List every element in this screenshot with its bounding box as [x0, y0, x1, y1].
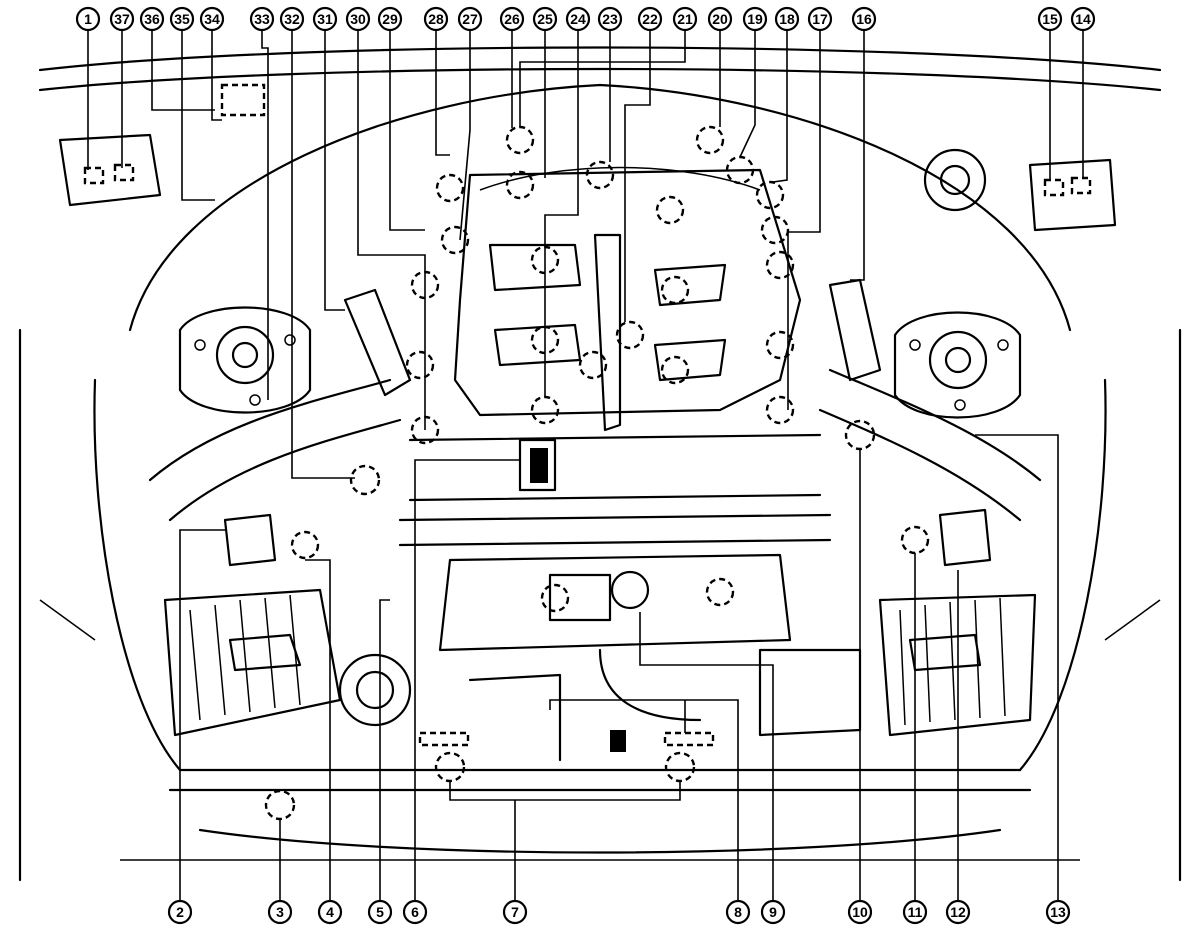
svg-text:3: 3	[276, 904, 284, 920]
bottom-callouts: 2 3 4 5 6 7 8 9 10 11 12 13	[167, 899, 1071, 925]
svg-text:25: 25	[537, 11, 553, 27]
callout-6: 6	[402, 899, 428, 925]
callout-25: 25	[532, 6, 558, 32]
bottom-leader-lines	[179, 434, 1059, 900]
svg-text:1: 1	[84, 11, 92, 27]
callout-21: 21	[672, 6, 698, 32]
callout-26: 26	[499, 6, 525, 32]
svg-text:14: 14	[1075, 11, 1091, 27]
right-strut-tower	[893, 311, 1022, 419]
svg-text:6: 6	[411, 904, 419, 920]
callout-7: 7	[502, 899, 528, 925]
callout-12: 12	[945, 899, 971, 925]
callout-36: 36	[139, 6, 165, 32]
svg-text:2: 2	[176, 904, 184, 920]
callout-31: 31	[312, 6, 338, 32]
svg-text:20: 20	[712, 11, 728, 27]
svg-text:36: 36	[144, 11, 160, 27]
intake-manifold	[453, 166, 802, 432]
svg-text:30: 30	[350, 11, 366, 27]
callout-33: 33	[249, 6, 275, 32]
callout-37: 37	[109, 6, 135, 32]
svg-text:16: 16	[856, 11, 872, 27]
svg-text:9: 9	[769, 904, 777, 920]
callout-2: 2	[167, 899, 193, 925]
svg-text:10: 10	[852, 904, 868, 920]
callout-10: 10	[847, 899, 873, 925]
svg-text:35: 35	[174, 11, 190, 27]
callout-35: 35	[169, 6, 195, 32]
callout-30: 30	[345, 6, 371, 32]
svg-text:21: 21	[677, 11, 693, 27]
callout-5: 5	[367, 899, 393, 925]
svg-text:24: 24	[570, 11, 586, 27]
callout-9: 9	[760, 899, 786, 925]
reservoir-right	[923, 148, 987, 212]
callout-17: 17	[807, 6, 833, 32]
svg-text:12: 12	[950, 904, 966, 920]
callout-15: 15	[1037, 6, 1063, 32]
svg-text:23: 23	[602, 11, 618, 27]
callout-18: 18	[774, 6, 800, 32]
left-strut-tower	[178, 306, 312, 414]
front-engine-section	[338, 433, 862, 762]
svg-text:18: 18	[779, 11, 795, 27]
callout-23: 23	[597, 6, 623, 32]
svg-text:22: 22	[642, 11, 658, 27]
svg-text:31: 31	[317, 11, 333, 27]
svg-text:7: 7	[511, 904, 519, 920]
callout-14: 14	[1070, 6, 1096, 32]
fuse-box-left	[58, 133, 162, 207]
svg-text:17: 17	[812, 11, 828, 27]
left-air-intake	[148, 288, 412, 737]
top-leader-lines	[87, 30, 1084, 479]
svg-text:29: 29	[382, 11, 398, 27]
callout-22: 22	[637, 6, 663, 32]
callout-32: 32	[279, 6, 305, 32]
top-callouts: 1 37 36 35 34 33 32 31 30 29 28 27 26 25…	[75, 6, 1096, 32]
callout-19: 19	[742, 6, 768, 32]
svg-text:19: 19	[747, 11, 763, 27]
callout-1: 1	[75, 6, 101, 32]
fuse-box-right	[1028, 158, 1117, 232]
connector-locations	[220, 83, 930, 821]
right-air-intake	[818, 278, 1042, 737]
callout-24: 24	[565, 6, 591, 32]
engine-bay-outline	[18, 46, 1182, 882]
callout-27: 27	[457, 6, 483, 32]
svg-text:34: 34	[204, 11, 220, 27]
svg-text:28: 28	[428, 11, 444, 27]
svg-text:32: 32	[284, 11, 300, 27]
callout-4: 4	[317, 899, 343, 925]
callout-11: 11	[902, 899, 928, 925]
callout-8: 8	[725, 899, 751, 925]
callout-29: 29	[377, 6, 403, 32]
callout-3: 3	[267, 899, 293, 925]
svg-text:15: 15	[1042, 11, 1058, 27]
svg-text:13: 13	[1050, 904, 1066, 920]
svg-text:26: 26	[504, 11, 520, 27]
svg-text:11: 11	[908, 904, 923, 920]
svg-text:27: 27	[462, 11, 478, 27]
svg-text:5: 5	[376, 904, 384, 920]
callout-20: 20	[707, 6, 733, 32]
callout-28: 28	[423, 6, 449, 32]
callout-34: 34	[199, 6, 225, 32]
svg-text:4: 4	[326, 904, 334, 920]
svg-text:37: 37	[114, 11, 130, 27]
svg-text:33: 33	[254, 11, 270, 27]
svg-text:8: 8	[734, 904, 742, 920]
callout-13: 13	[1045, 899, 1071, 925]
callout-16: 16	[851, 6, 877, 32]
